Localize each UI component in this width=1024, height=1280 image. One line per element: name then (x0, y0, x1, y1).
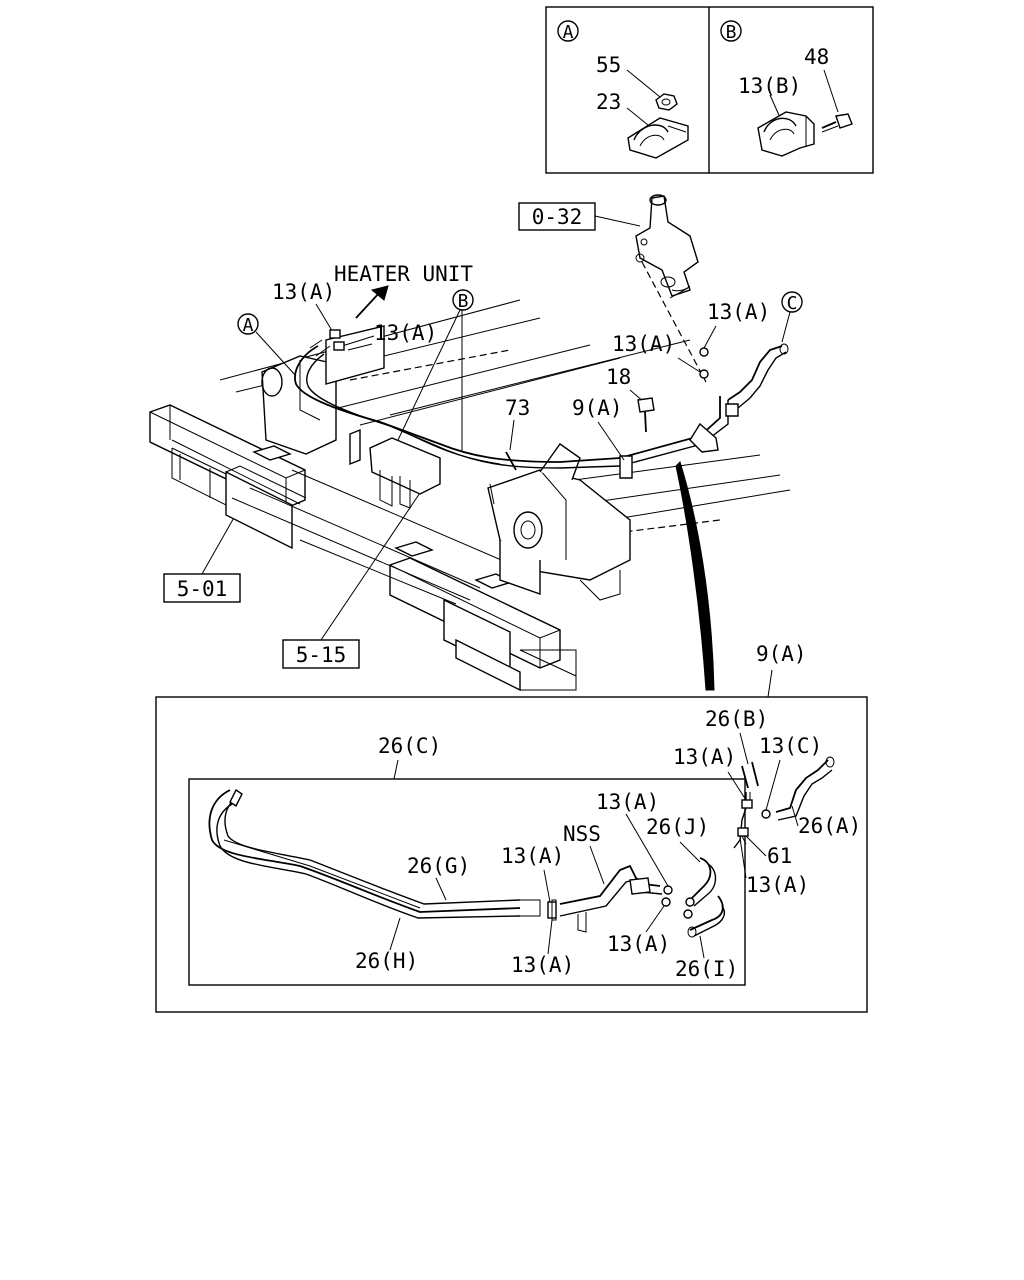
main-assembly: 0-32 5-01 5-15 (149, 194, 803, 692)
label-26g: 26(G) (407, 854, 470, 878)
heater-arrow-icon (355, 291, 381, 319)
label-26c: 26(C) (378, 734, 441, 758)
label-55: 55 (596, 53, 621, 77)
marker-b-main-icon (452, 289, 474, 311)
ref-0-32: 0-32 (532, 205, 583, 229)
label-61: 61 (767, 844, 792, 868)
marker-c-main: C (787, 293, 798, 314)
ref-5-01: 5-01 (177, 577, 228, 601)
label-13a-main-2: 13(A) (374, 321, 437, 345)
frame-structure (149, 299, 791, 692)
bolt-18-icon (637, 397, 655, 433)
heater-pipe-long (208, 788, 541, 919)
inset-box: A 55 23 B 13(B) 48 (545, 6, 874, 174)
valve-leader-dashed (641, 261, 707, 383)
label-23: 23 (596, 90, 621, 114)
label-13a-detail-nss: 13(A) (501, 844, 564, 868)
marker-c-main-icon (781, 291, 803, 313)
label-48: 48 (804, 45, 829, 69)
label-73: 73 (505, 396, 530, 420)
engine-mount-right (487, 443, 631, 601)
inset-a: A 55 23 (557, 20, 689, 159)
engine-mount-left (261, 325, 385, 466)
hose-clamp-icon (329, 329, 345, 351)
inset-b: B 13(B) 48 (720, 20, 853, 157)
label-13c: 13(C) (759, 734, 822, 758)
detail-subpanel (188, 778, 746, 986)
label-26h: 26(H) (355, 949, 418, 973)
label-13a-main-4: 13(A) (612, 332, 675, 356)
label-13a-detail-bottom-left: 13(A) (511, 953, 574, 977)
label-13a-detail-right-bottom: 13(A) (746, 873, 809, 897)
label-26b: 26(B) (705, 707, 768, 731)
label-13b: 13(B) (738, 74, 801, 98)
marker-b-main: B (458, 291, 469, 312)
label-13a-main-3: 13(A) (707, 300, 770, 324)
label-13a-detail-right-top: 13(A) (673, 745, 736, 769)
hose-26j-26i (661, 857, 726, 938)
label-13a-detail-top: 13(A) (596, 790, 659, 814)
marker-a-main-icon (237, 313, 259, 335)
label-26j: 26(J) (646, 815, 709, 839)
heater-valve (635, 194, 699, 299)
inset-a-marker: A (563, 22, 574, 43)
clip-icon (627, 117, 689, 159)
ref-5-15: 5-15 (296, 643, 347, 667)
marker-a-main: A (243, 315, 254, 336)
nut-icon (655, 93, 678, 111)
bracket-clip-icon (757, 111, 815, 157)
marker-a-icon (557, 20, 579, 42)
label-13a-detail-bottom-mid: 13(A) (607, 932, 670, 956)
label-9a-main: 9(A) (572, 396, 623, 420)
bolt-icon (821, 113, 853, 133)
heater-hose-run (294, 339, 789, 479)
label-26i: 26(I) (675, 957, 738, 981)
label-13a-main-1: 13(A) (272, 280, 335, 304)
center-bracket (369, 437, 441, 509)
detail-title: 9(A) (756, 642, 807, 666)
detail-panel: 9(A) 26(C) 26(G) 26(H) 13(A) (155, 642, 868, 1013)
label-nss: NSS (563, 822, 601, 846)
marker-b-icon (720, 20, 742, 42)
heater-unit-label: HEATER UNIT (334, 262, 473, 286)
inset-b-marker: B (726, 22, 737, 43)
hose-26b-26a (733, 756, 835, 849)
label-18: 18 (606, 365, 631, 389)
nss-pipe (547, 864, 663, 933)
clamp-icon (699, 347, 709, 379)
detail-callout-arrow-icon (675, 461, 715, 691)
label-26a: 26(A) (798, 814, 861, 838)
